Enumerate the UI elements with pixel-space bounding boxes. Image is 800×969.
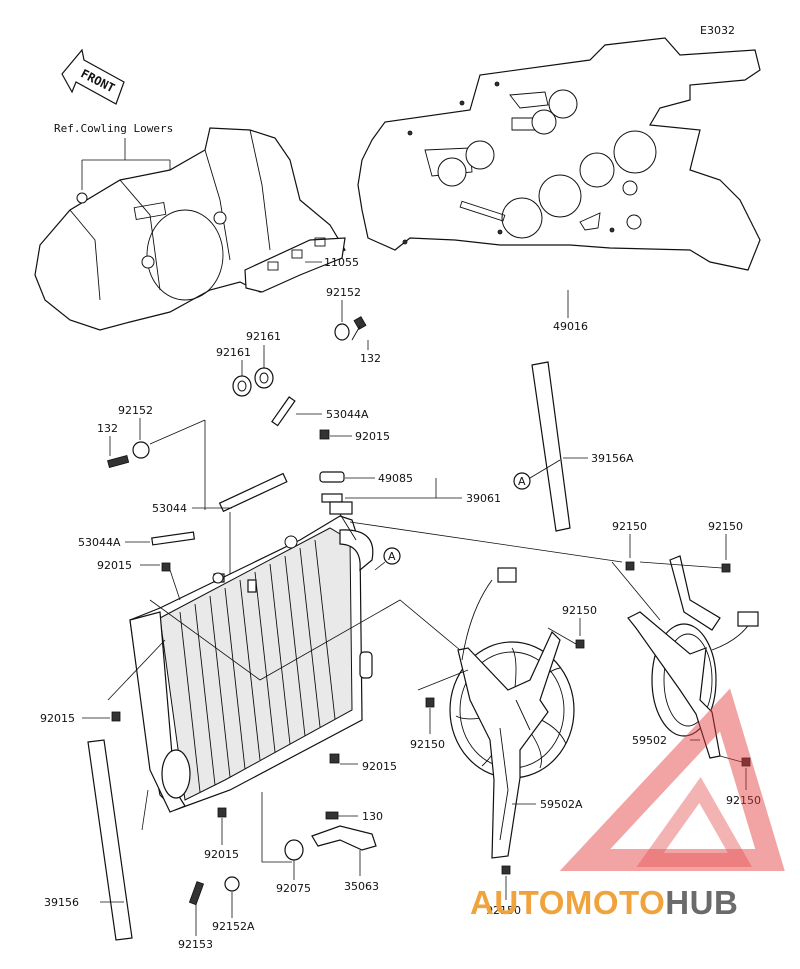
leader-fan-mount-right xyxy=(611,561,661,621)
leader-92150-e xyxy=(719,755,747,790)
callout-49016: 49016 xyxy=(553,320,588,333)
cooling-fan-59502A xyxy=(449,567,575,859)
automotohub-logo-icon xyxy=(559,688,785,871)
leader-marker-a-right xyxy=(529,459,561,479)
callout-49085: 49085 xyxy=(378,472,413,485)
callout-92161-b: 92161 xyxy=(216,346,251,359)
leader-92150-b xyxy=(639,534,727,569)
callout-132-top: 132 xyxy=(360,352,381,365)
leader-92161 xyxy=(241,345,265,376)
leader-left-clip xyxy=(107,639,166,701)
radiator-fins xyxy=(179,539,336,793)
bolt-132-left xyxy=(107,441,150,468)
callout-92150-f: 92150 xyxy=(486,904,521,917)
callout-92015-right: 92015 xyxy=(362,760,397,773)
nut-92150-a xyxy=(625,561,635,571)
callout-92152-left: 92152 xyxy=(118,404,153,417)
cooling-fan-59502 xyxy=(627,555,759,759)
leader-39156 xyxy=(100,789,149,903)
leader-bracket-left xyxy=(204,420,231,580)
hose-53044 xyxy=(218,472,288,513)
front-arrow-icon: FRONT xyxy=(61,48,125,105)
leader-fan-mount-top xyxy=(349,521,623,563)
nut-92150-f xyxy=(501,865,511,875)
leader-92150-d xyxy=(417,669,469,734)
callout-92015-left-upper: 92015 xyxy=(97,559,132,572)
callout-92015-upper: 92015 xyxy=(355,430,390,443)
bolt-92153 xyxy=(188,876,240,906)
diagram-code: E3032 xyxy=(700,24,735,37)
hose-53044A-top xyxy=(271,396,296,427)
clip-92015-left-upper xyxy=(161,562,171,572)
watermark-wordmark: AUTOMOTOHUB xyxy=(470,884,800,922)
leader-92075 xyxy=(261,792,295,880)
nut-92150-d xyxy=(425,697,435,708)
nut-92150-b xyxy=(721,563,731,573)
marker-a-right xyxy=(513,472,531,490)
marker-a-hose-label: A xyxy=(388,550,396,563)
callout-92150-a: 92150 xyxy=(612,520,647,533)
leader-39061 xyxy=(345,478,462,499)
callout-53044A-left: 53044A xyxy=(78,536,121,549)
leader-92150-c xyxy=(547,618,581,645)
callout-92015-bottom: 92015 xyxy=(204,848,239,861)
leader-92152-left xyxy=(139,418,206,445)
callout-92150-c: 92150 xyxy=(562,604,597,617)
bracket-35063 xyxy=(284,811,377,861)
callout-53044A-top: 53044A xyxy=(326,408,369,421)
seal-strip-39156A xyxy=(531,361,571,532)
marker-a-right-label: A xyxy=(518,475,526,488)
heat-shield-plate xyxy=(357,37,761,271)
inner-cowling-panel xyxy=(34,127,346,331)
callout-130: 130 xyxy=(362,810,383,823)
callout-92015-left: 92015 xyxy=(40,712,75,725)
hose-53044A-left xyxy=(151,531,196,546)
leader-marker-a-hose xyxy=(374,561,386,571)
radiator-assembly xyxy=(129,501,374,813)
leader-radiator-to-fan xyxy=(149,599,461,681)
callout-92075: 92075 xyxy=(276,882,311,895)
clip-92015-right xyxy=(329,753,340,764)
watermark-word-part1: AUTOMOTO xyxy=(470,884,666,921)
radiator-cap xyxy=(319,471,345,503)
clip-92015-bottom xyxy=(217,807,227,818)
callout-39156: 39156 xyxy=(44,896,79,909)
marker-a-hose xyxy=(383,547,401,565)
callout-92161-a: 92161 xyxy=(246,330,281,343)
callout-92152-top: 92152 xyxy=(326,286,361,299)
callout-39061: 39061 xyxy=(466,492,501,505)
grommet-pair xyxy=(232,367,274,397)
nut-92150-c xyxy=(575,639,585,649)
clip-92015-upper xyxy=(319,429,330,440)
callout-59502A: 59502A xyxy=(540,798,583,811)
callout-59502: 59502 xyxy=(632,734,667,747)
leader-92015-left-upper xyxy=(140,564,181,601)
callout-92150-b: 92150 xyxy=(708,520,743,533)
clip-92015-left xyxy=(111,711,121,722)
watermark-word-part2: HUB xyxy=(665,884,739,921)
callout-92150-e: 92150 xyxy=(726,794,761,807)
reference-note: Ref.Cowling Lowers xyxy=(54,122,173,135)
callout-132-left: 132 xyxy=(97,422,118,435)
callout-11055: 11055 xyxy=(324,256,359,269)
callout-35063: 35063 xyxy=(344,880,379,893)
bolt-132-top xyxy=(334,316,367,341)
callout-53044: 53044 xyxy=(152,502,187,515)
reference-bracket xyxy=(81,138,171,190)
callout-92152A: 92152A xyxy=(212,920,255,933)
callout-39156A: 39156A xyxy=(591,452,634,465)
seal-strip-39156 xyxy=(87,739,133,941)
callout-92153: 92153 xyxy=(178,938,213,951)
callout-92150-d: 92150 xyxy=(410,738,445,751)
